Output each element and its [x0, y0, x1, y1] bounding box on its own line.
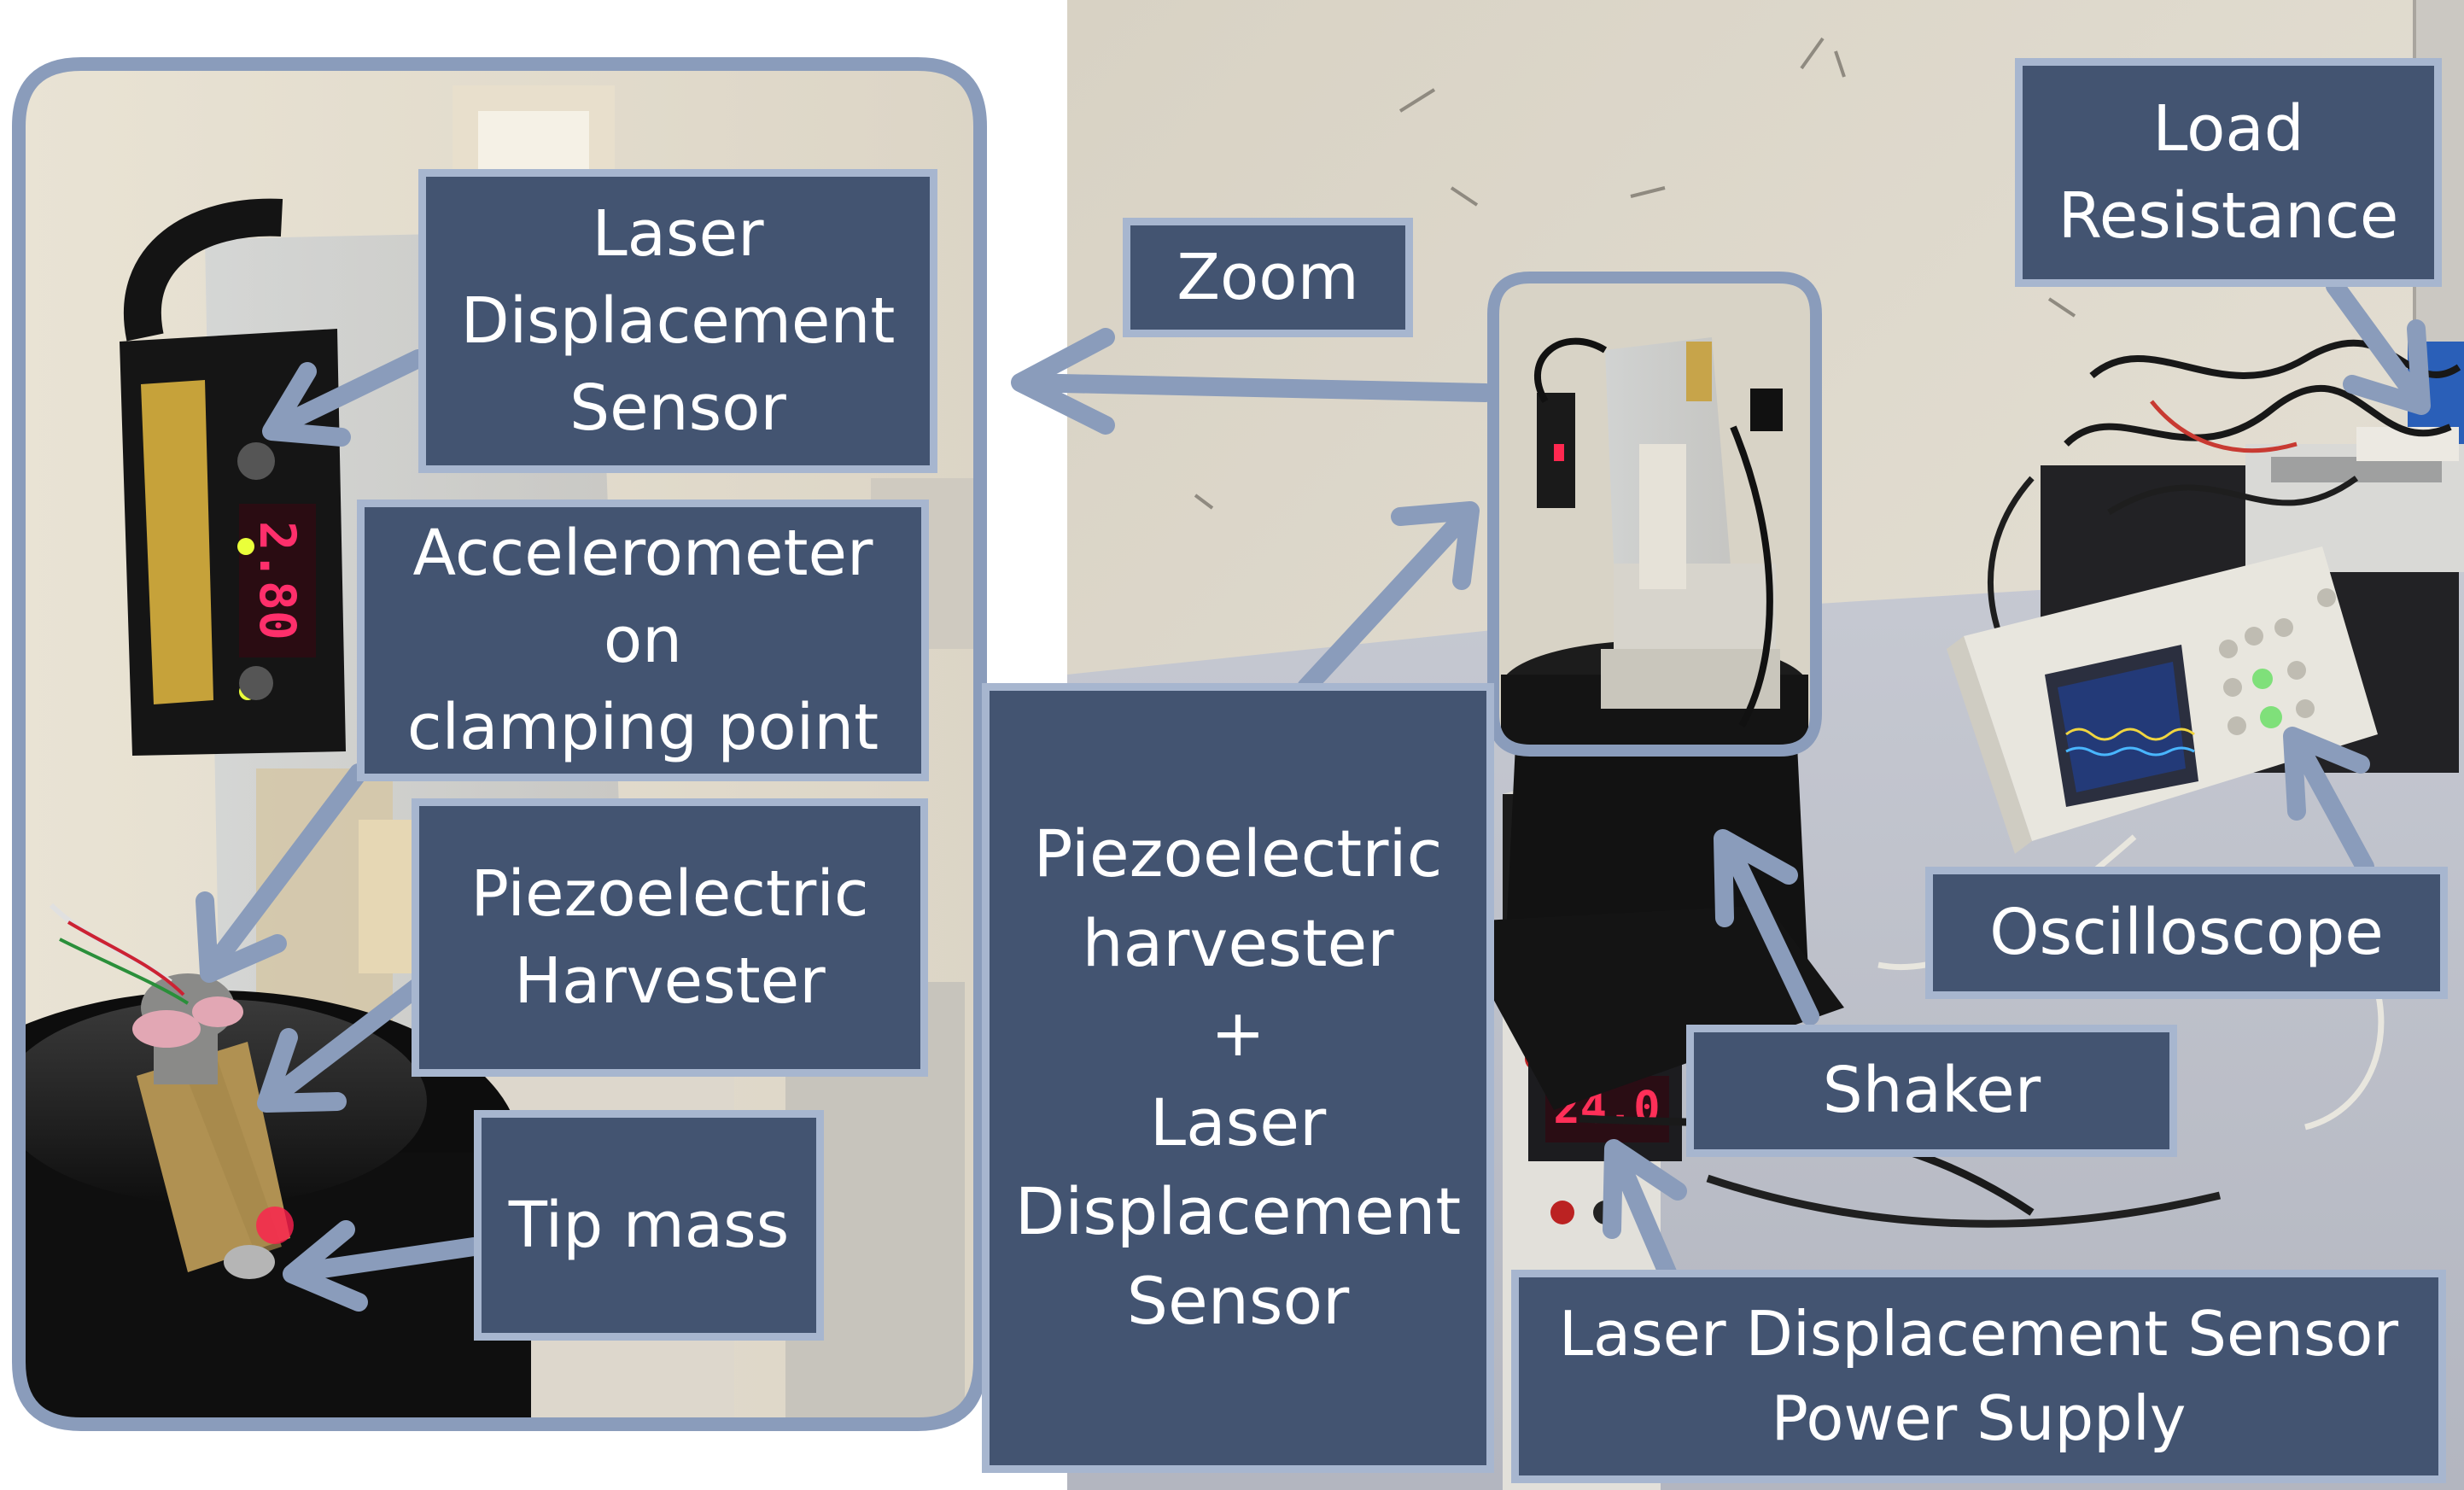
arrow-piezo-harvester: [257, 977, 428, 1113]
label-laser-displacement-sensor: Laser Displacement Sensor: [418, 169, 937, 473]
zoom-frame: [1487, 272, 1822, 757]
label-accelerometer-text: Accelerometer on clamping point: [406, 516, 879, 765]
label-piezoelectric-harvester: Piezoelectric Harvester: [412, 798, 928, 1077]
label-zoom-text: Zoom: [1177, 240, 1359, 314]
label-zoom: Zoom: [1123, 218, 1413, 337]
label-shaker: Shaker: [1686, 1025, 2177, 1157]
label-load-resistance-text: Load Resistance: [2058, 91, 2399, 253]
label-oscilloscope: Oscilloscope: [1925, 867, 2448, 999]
arrow-zoom: [1011, 328, 1495, 435]
arrow-laser-sensor: [262, 349, 428, 447]
arrow-shaker: [1714, 829, 1819, 1025]
label-load-resistance: Load Resistance: [2015, 58, 2442, 287]
label-tip-mass: Tip mass: [474, 1110, 824, 1341]
label-power-supply-text: Laser Displacement Sensor Power Supply: [1558, 1297, 2399, 1454]
arrow-tip-mass: [283, 1220, 483, 1312]
label-accelerometer: Accelerometer on clamping point: [357, 500, 929, 781]
label-tip-mass-text: Tip mass: [508, 1188, 790, 1262]
sensor-readout: 2.80: [248, 521, 307, 640]
arrow-center-to-zoom: [1297, 501, 1480, 697]
zoom-region-photo: [1493, 278, 1816, 751]
label-piezo-plus-laser-text: Piezoelectric harvester + Laser Displace…: [1014, 815, 1462, 1340]
arrow-accelerometer: [196, 763, 368, 983]
arrow-power-supply: [1603, 1139, 1687, 1286]
label-shaker-text: Shaker: [1822, 1054, 2041, 1128]
label-laser-displacement-sensor-text: Laser Displacement Sensor: [460, 196, 896, 446]
label-power-supply: Laser Displacement Sensor Power Supply: [1511, 1270, 2446, 1483]
label-oscilloscope-text: Oscilloscope: [1989, 896, 2384, 970]
arrow-load-resistance: [2326, 277, 2431, 415]
arrow-oscilloscope: [2283, 727, 2374, 876]
label-piezoelectric-harvester-text: Piezoelectric Harvester: [470, 856, 869, 1018]
label-piezo-plus-laser: Piezoelectric harvester + Laser Displace…: [982, 683, 1494, 1473]
oscilloscope-device: [1947, 546, 2378, 854]
inset-frame: [12, 57, 987, 1431]
